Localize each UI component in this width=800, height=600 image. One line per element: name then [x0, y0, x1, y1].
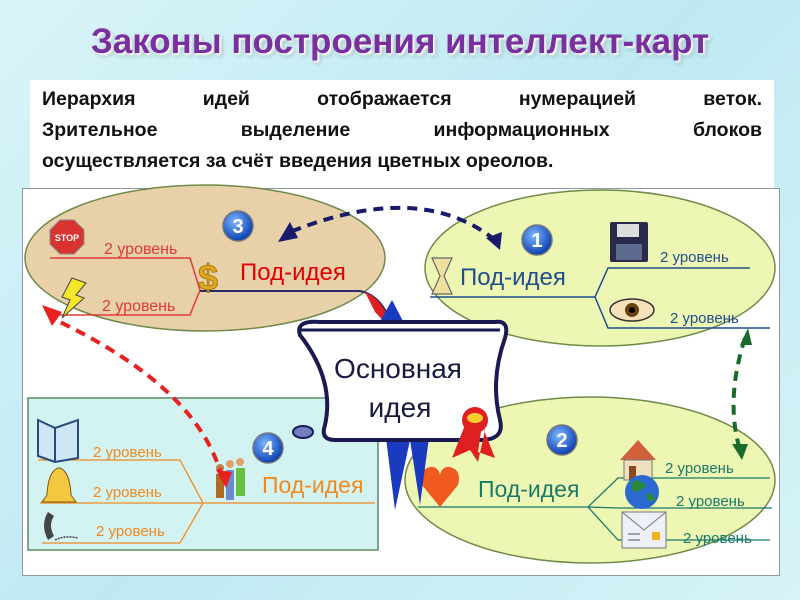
branch-label: Под-идея — [240, 259, 346, 286]
central-idea-line1: Основная — [334, 353, 462, 384]
eye-icon — [609, 298, 655, 322]
svg-text:STOP: STOP — [55, 233, 79, 243]
halo-branch-4 — [27, 397, 379, 551]
sub-label: 2 уровень — [665, 460, 734, 477]
slide-title: Законы построения интеллект-карт — [90, 22, 710, 61]
sub-label: 2 уровень — [96, 523, 165, 540]
description-box: Иерархия идей отображается нумерацией ве… — [30, 80, 774, 188]
branch-label: Под-идея — [262, 472, 363, 498]
branch-label: Под-идея — [460, 264, 566, 291]
hourglass-icon — [431, 257, 453, 295]
svg-text:2: 2 — [556, 430, 567, 452]
description-line: осуществляется за счёт введения цветных … — [42, 150, 554, 172]
branch-2: 2 уровень 2 уровень 2 уровень Под-идея 2 — [418, 424, 772, 549]
branch-1: 2 уровень 2 уровень Под-идея 1 — [430, 222, 770, 329]
number-badge-3: 3 — [222, 210, 254, 242]
svg-text:1: 1 — [531, 230, 542, 252]
house-icon — [620, 440, 656, 481]
halo-branch-1 — [424, 189, 776, 347]
envelope-icon — [621, 511, 667, 549]
branch-4: 2 уровень 2 уровень 2 уровень Под-идея 4 — [37, 418, 375, 544]
central-idea-line2: идея — [369, 392, 432, 423]
sub-label: 2 уровень — [93, 444, 162, 461]
arrow-4-to-3 — [42, 305, 232, 488]
description-line: Иерархия идей отображается нумерацией ве… — [42, 88, 762, 110]
sub-label: 2 уровень — [683, 530, 752, 547]
svg-text:3: 3 — [232, 216, 243, 238]
telephone-icon — [44, 512, 79, 541]
sub-label: 2 уровень — [670, 310, 739, 327]
svg-text:4: 4 — [262, 438, 274, 460]
sub-label: 2 уровень — [104, 241, 177, 258]
dollar-icon: $ — [198, 257, 218, 298]
globe-icon — [625, 475, 659, 509]
description-line: Зрительное выделение информационных блок… — [42, 119, 762, 141]
halo-branch-3 — [24, 184, 386, 332]
arrow-3-to-1 — [278, 205, 502, 250]
floppy-disk-icon — [610, 222, 648, 262]
number-badge-4: 4 — [252, 432, 284, 464]
stop-sign-icon: STOP — [49, 219, 85, 255]
branch-label: Под-идея — [478, 476, 579, 502]
bell-icon — [41, 467, 77, 503]
number-badge-2: 2 — [546, 424, 578, 456]
sub-label: 2 уровень — [660, 249, 729, 266]
people-icon — [216, 458, 245, 500]
ribbon-medal-icon — [452, 407, 495, 462]
halo-branch-2 — [404, 396, 776, 564]
sub-label: 2 уровень — [93, 484, 162, 501]
heart-icon — [421, 466, 459, 507]
central-idea: Основная идея — [292, 300, 509, 510]
sub-label: 2 уровень — [676, 493, 745, 510]
book-icon — [37, 418, 79, 464]
lightning-icon — [61, 277, 87, 319]
sub-label: 2 уровень — [102, 298, 175, 315]
number-badge-1: 1 — [521, 224, 553, 256]
arrow-1-to-2 — [731, 328, 752, 460]
